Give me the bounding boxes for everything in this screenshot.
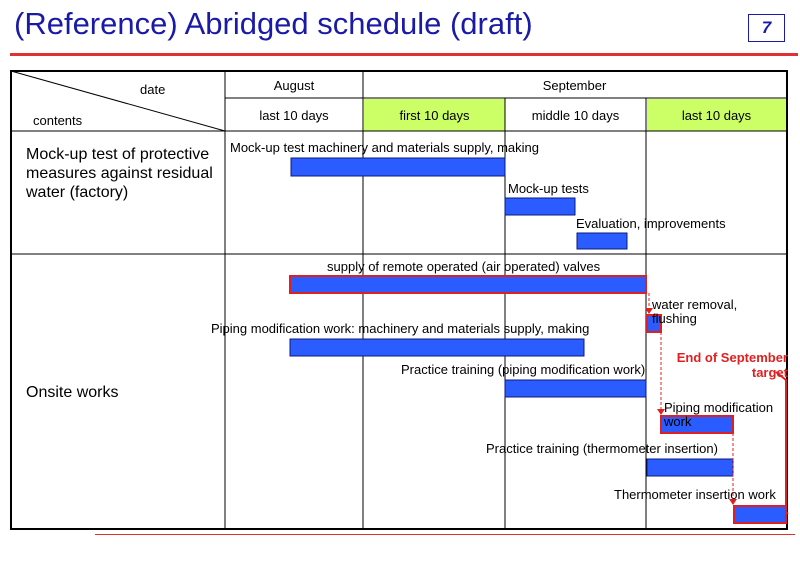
task-label-practice-piping: Practice training (piping modification w…: [401, 362, 646, 377]
task-label-valves: supply of remote operated (air operated)…: [327, 259, 601, 274]
page-number: 7: [748, 14, 785, 42]
period-aug-last: last 10 days: [259, 107, 329, 123]
task-label-evaluation: Evaluation, improvements: [576, 216, 726, 231]
task-label-piping-work: Piping modification work: [664, 400, 774, 429]
period-sep-first: first 10 days: [364, 99, 505, 131]
task-label-practice-thermometer: Practice training (thermometer insertion…: [486, 441, 718, 456]
month-august: August: [273, 77, 315, 93]
dependency-arrows: [648, 293, 734, 500]
period-sep-middle: middle 10 days: [531, 107, 620, 123]
task-label-water-removal: water removal, flushing: [652, 297, 738, 326]
page-title: (Reference) Abridged schedule (draft): [14, 6, 533, 41]
corner-date-label: date: [140, 82, 166, 97]
task-bar-valves: [289, 275, 647, 294]
task-label-mockup-tests: Mock-up tests: [508, 181, 589, 196]
end-of-september-target: End of September target: [676, 350, 788, 380]
task-label-mockup-supply: Mock-up test machinery and materials sup…: [230, 140, 539, 155]
target-bracket: [775, 371, 789, 515]
task-label-thermometer-work: Thermometer insertion work: [614, 487, 776, 502]
task-bar-practice-thermometer: [646, 458, 734, 477]
task-bar-mockup-tests: [504, 197, 576, 216]
table-border: [10, 70, 788, 530]
period-sep-last: last 10 days: [647, 99, 786, 131]
task-label-piping-supply: Piping modification work: machinery and …: [211, 321, 590, 336]
row-label-mockup: Mock-up test of protective measures agai…: [26, 146, 213, 201]
task-bar-piping-work: [660, 415, 734, 434]
corner-diagonal: [10, 70, 226, 132]
corner-contents-label: contents: [33, 113, 83, 128]
month-september: September: [542, 77, 607, 93]
task-bar-practice-piping: [504, 379, 647, 398]
task-bar-thermometer-work: [733, 505, 787, 524]
task-bar-evaluation: [576, 232, 628, 250]
task-bar-piping-supply: [289, 338, 585, 357]
task-bar-mockup-supply: [290, 157, 506, 177]
title-divider: [10, 53, 798, 56]
bottom-divider: [95, 534, 795, 535]
row-label-onsite: Onsite works: [26, 384, 119, 401]
task-bar-water-removal: [646, 314, 662, 333]
